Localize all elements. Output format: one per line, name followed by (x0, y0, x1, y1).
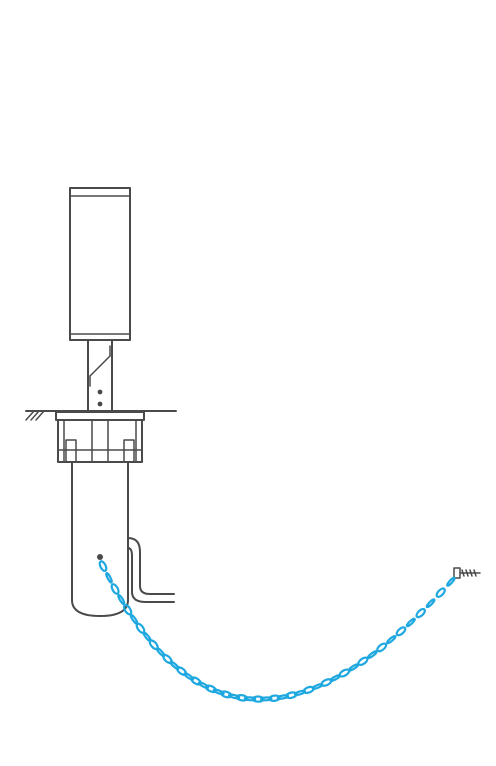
chain-link (446, 576, 456, 587)
chain-link (259, 696, 273, 702)
chain-link (293, 689, 307, 696)
chain-link (212, 688, 225, 696)
chain-link (405, 617, 416, 628)
chain-link (357, 656, 369, 667)
chain-link (117, 593, 126, 606)
chain-link (169, 660, 180, 670)
chain-link (376, 642, 388, 653)
chain-link (243, 696, 257, 702)
chain-link (348, 663, 360, 672)
drain-pipe (127, 537, 175, 603)
chain-link (105, 572, 113, 584)
detent-hole (97, 389, 103, 395)
chain-link (415, 607, 426, 619)
chain-link (366, 650, 378, 659)
chain-link (386, 635, 397, 645)
chain-link (227, 693, 241, 700)
chain-link (435, 587, 446, 598)
chain (98, 560, 456, 703)
chain-link (98, 560, 108, 572)
chain-link (276, 694, 290, 700)
chain-link (235, 694, 249, 702)
screw-anchor-icon (453, 567, 481, 579)
chain-link (183, 672, 195, 681)
chain-anchor-point (97, 554, 103, 560)
chain-link (395, 626, 407, 637)
post-body (69, 187, 131, 341)
chain-link (110, 583, 120, 595)
ground-socket (55, 411, 145, 463)
chain-link (122, 604, 133, 616)
chain-link (129, 613, 139, 625)
post-stem (87, 339, 113, 413)
chain-link (425, 598, 436, 609)
detent-hole (97, 401, 103, 407)
chain-link (197, 681, 210, 690)
